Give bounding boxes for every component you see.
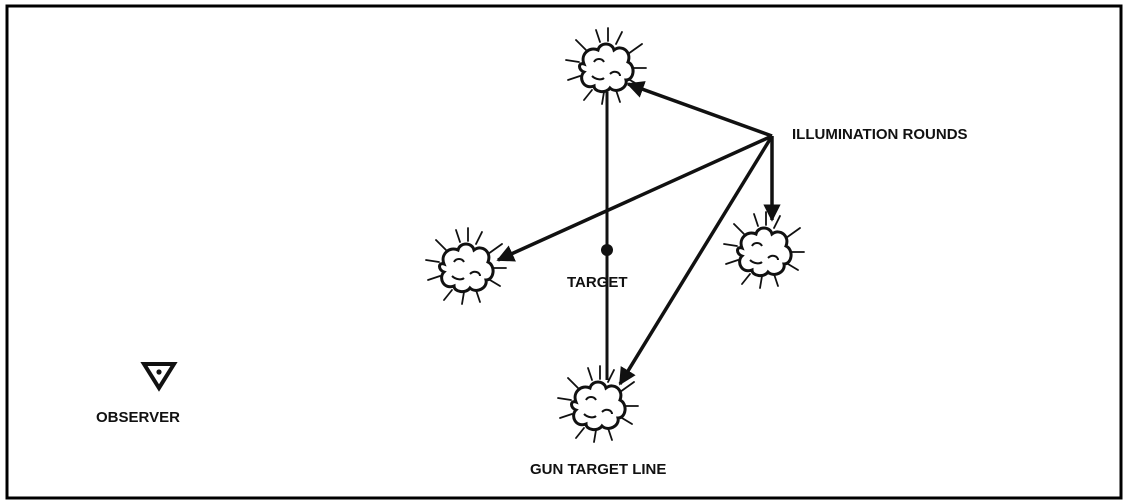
illumination-rounds-label: ILLUMINATION ROUNDS bbox=[792, 126, 968, 143]
gun-target-line-label: GUN TARGET LINE bbox=[530, 461, 666, 478]
arrow-to-bottom-burst bbox=[618, 135, 774, 386]
observer-label: OBSERVER bbox=[96, 409, 180, 426]
illumination-arrows bbox=[496, 81, 781, 386]
arrow-to-top-burst bbox=[626, 81, 773, 138]
target-label: TARGET bbox=[567, 274, 628, 291]
arrow-to-left-burst bbox=[496, 134, 773, 262]
target-point bbox=[601, 244, 613, 256]
observer-triangle-icon bbox=[140, 362, 178, 392]
